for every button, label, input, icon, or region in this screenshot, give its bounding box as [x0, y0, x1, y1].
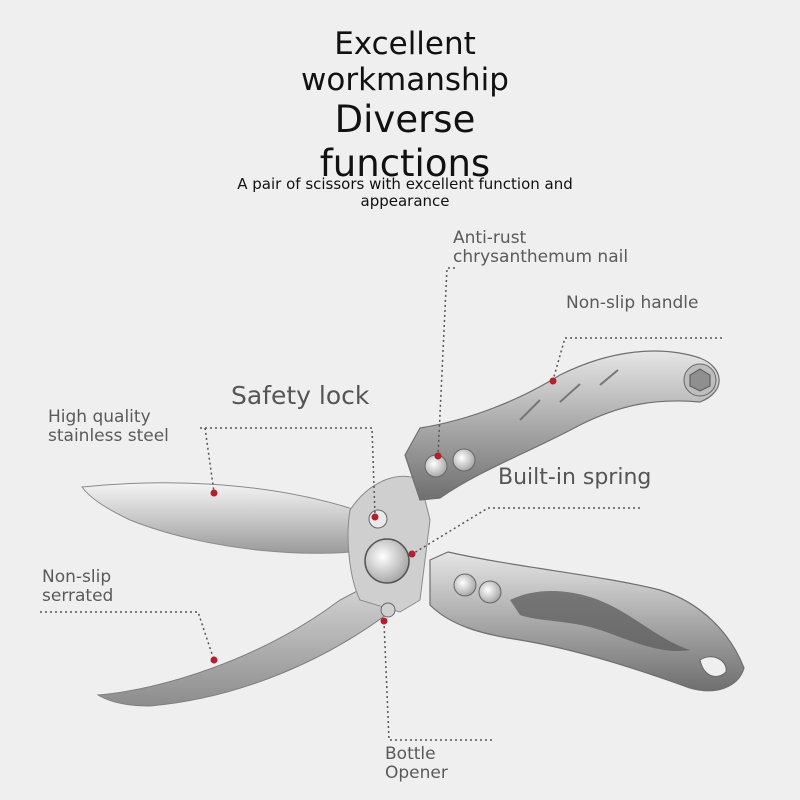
handle-groove-1 — [519, 399, 541, 421]
handle-groove-2 — [559, 383, 581, 403]
safety-lock-button — [368, 509, 388, 529]
label-stainless-steel: High quality stainless steel — [48, 407, 169, 446]
leader-steel — [204, 427, 215, 493]
bottle-opener-slot — [699, 656, 727, 677]
headline-line-2: workmanship — [301, 62, 509, 98]
subtitle: A pair of scissors with excellent functi… — [237, 175, 573, 210]
label-anti-rust: Anti-rust chrysanthemum nail — [453, 228, 629, 267]
label-non-slip-serrated: Non-slip serrated — [42, 567, 114, 606]
hex-bolt — [689, 368, 711, 392]
nail-lower-2 — [478, 580, 502, 604]
label-safety-lock: Safety lock — [231, 381, 370, 410]
dot-serrated — [210, 656, 218, 664]
leader-lines — [40, 267, 722, 741]
label-built-in-spring: Built-in spring — [498, 465, 652, 490]
nail-lower-1 — [453, 573, 477, 597]
dragon-engraving — [510, 590, 690, 651]
leader-spring — [413, 507, 640, 554]
label-bottle-opener: Bottle Opener — [385, 744, 448, 783]
leader-handle — [552, 337, 722, 381]
dot-spring — [408, 550, 416, 558]
headline: Excellent workmanship Diverse functions — [245, 26, 565, 186]
upper-handle — [404, 350, 720, 501]
pivot-screw — [364, 538, 410, 584]
leader-bottle — [383, 621, 492, 741]
headline-line-1: Excellent — [334, 26, 476, 62]
leader-serrated — [40, 611, 215, 661]
label-non-slip-handle: Non-slip handle — [566, 293, 699, 313]
bottle-opener-hole — [380, 602, 396, 618]
dot-steel — [210, 489, 218, 497]
handle-groove-3 — [599, 369, 619, 386]
dot-handle — [549, 377, 557, 385]
headline-line-3: Diverse functions — [319, 98, 491, 185]
nail-upper-2 — [452, 448, 476, 472]
upper-blade — [81, 482, 393, 554]
dot-anti-rust — [434, 452, 442, 460]
dot-safety-lock — [371, 513, 379, 521]
leader-safety-lock — [200, 427, 376, 517]
dot-bottle — [380, 617, 388, 625]
accent-dots — [210, 377, 557, 664]
